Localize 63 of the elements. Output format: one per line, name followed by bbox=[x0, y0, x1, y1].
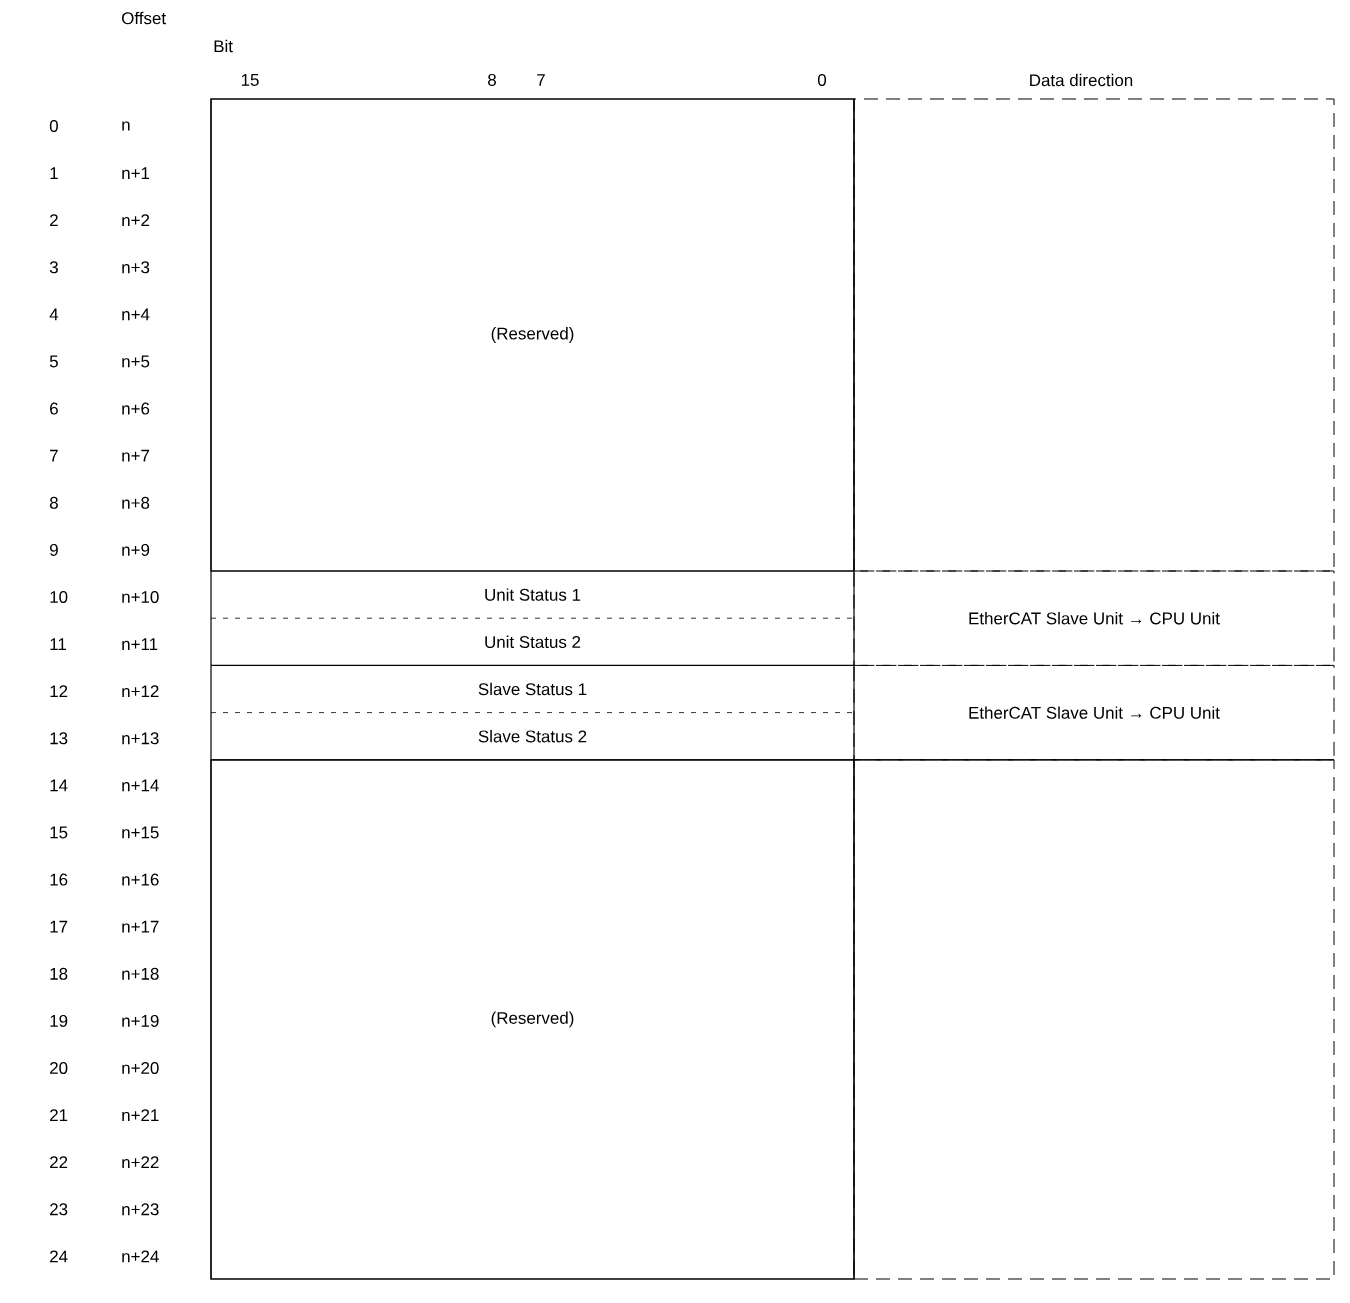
word-address: n bbox=[122, 121, 130, 131]
bit-number: 0 bbox=[817, 74, 827, 86]
direction-cell bbox=[853, 759, 1335, 1280]
word-address: n+24 bbox=[122, 1250, 159, 1263]
word-address: n+19 bbox=[122, 1014, 159, 1027]
offset-number: 7 bbox=[50, 449, 58, 462]
header-label: Bit bbox=[214, 39, 233, 53]
offset-number: 0 bbox=[49, 120, 58, 132]
offset-number: 8 bbox=[49, 496, 58, 509]
offset-number: 13 bbox=[50, 732, 68, 745]
offset-number: 9 bbox=[50, 543, 58, 556]
direction-cell bbox=[853, 98, 1335, 572]
word-address: n+4 bbox=[122, 308, 150, 321]
offset-number: 17 bbox=[50, 920, 68, 933]
word-address: n+13 bbox=[122, 732, 159, 745]
offset-number: 14 bbox=[50, 779, 68, 792]
status-word: Slave Status 1 bbox=[478, 682, 587, 696]
offset-number: 2 bbox=[50, 214, 58, 227]
word-address: n+23 bbox=[122, 1203, 159, 1216]
word-address: n+18 bbox=[122, 967, 159, 980]
word-address: n+22 bbox=[122, 1156, 159, 1169]
word-address: n+16 bbox=[122, 873, 159, 886]
offset-number: 18 bbox=[50, 967, 68, 980]
offset-number: 5 bbox=[49, 355, 58, 368]
offset-number: 6 bbox=[50, 402, 58, 415]
word-address: n+3 bbox=[122, 261, 150, 274]
word-address: n+12 bbox=[122, 685, 159, 698]
word-address: n+17 bbox=[122, 920, 159, 933]
word-address: n+2 bbox=[122, 214, 150, 227]
word-address: n+6 bbox=[122, 402, 150, 415]
direction-cell: EtherCAT Slave Unit → CPU Unit bbox=[853, 570, 1335, 666]
header-label: Offset bbox=[122, 11, 166, 25]
offset-number: 12 bbox=[50, 685, 68, 698]
word-address: n+14 bbox=[122, 779, 159, 792]
word-address: n+5 bbox=[122, 355, 150, 368]
word-address: n+1 bbox=[122, 167, 150, 179]
word-address: n+21 bbox=[122, 1109, 159, 1121]
offset-number: 20 bbox=[50, 1062, 68, 1074]
offset-number: 3 bbox=[49, 261, 58, 274]
memory-block: (Reserved) bbox=[210, 98, 855, 572]
offset-number: 23 bbox=[50, 1203, 68, 1216]
word-address: n+7 bbox=[122, 449, 150, 462]
word-address: n+20 bbox=[122, 1062, 159, 1074]
status-word: Unit Status 2 bbox=[485, 635, 581, 648]
word-address: n+10 bbox=[122, 591, 159, 603]
offset-number: 1 bbox=[50, 167, 58, 179]
word-address: n+8 bbox=[122, 496, 150, 509]
memory-block: (Reserved) bbox=[210, 759, 855, 1280]
word-address: n+9 bbox=[122, 543, 150, 556]
offset-number: 4 bbox=[49, 308, 59, 321]
status-word: Unit Status 1 bbox=[485, 588, 581, 601]
offset-number: 22 bbox=[50, 1156, 68, 1169]
offset-number: 21 bbox=[50, 1109, 68, 1121]
offset-number: 15 bbox=[50, 826, 68, 839]
word-address: n+15 bbox=[122, 826, 159, 839]
status-word: Slave Status 2 bbox=[478, 730, 587, 743]
word-address: n+11 bbox=[122, 638, 158, 650]
offset-number: 16 bbox=[50, 873, 68, 886]
offset-number: 19 bbox=[50, 1014, 68, 1027]
offset-number: 10 bbox=[50, 591, 68, 603]
direction-cell: EtherCAT Slave Unit → CPU Unit bbox=[853, 664, 1335, 761]
offset-number: 11 bbox=[50, 638, 66, 650]
offset-number: 24 bbox=[50, 1250, 68, 1263]
